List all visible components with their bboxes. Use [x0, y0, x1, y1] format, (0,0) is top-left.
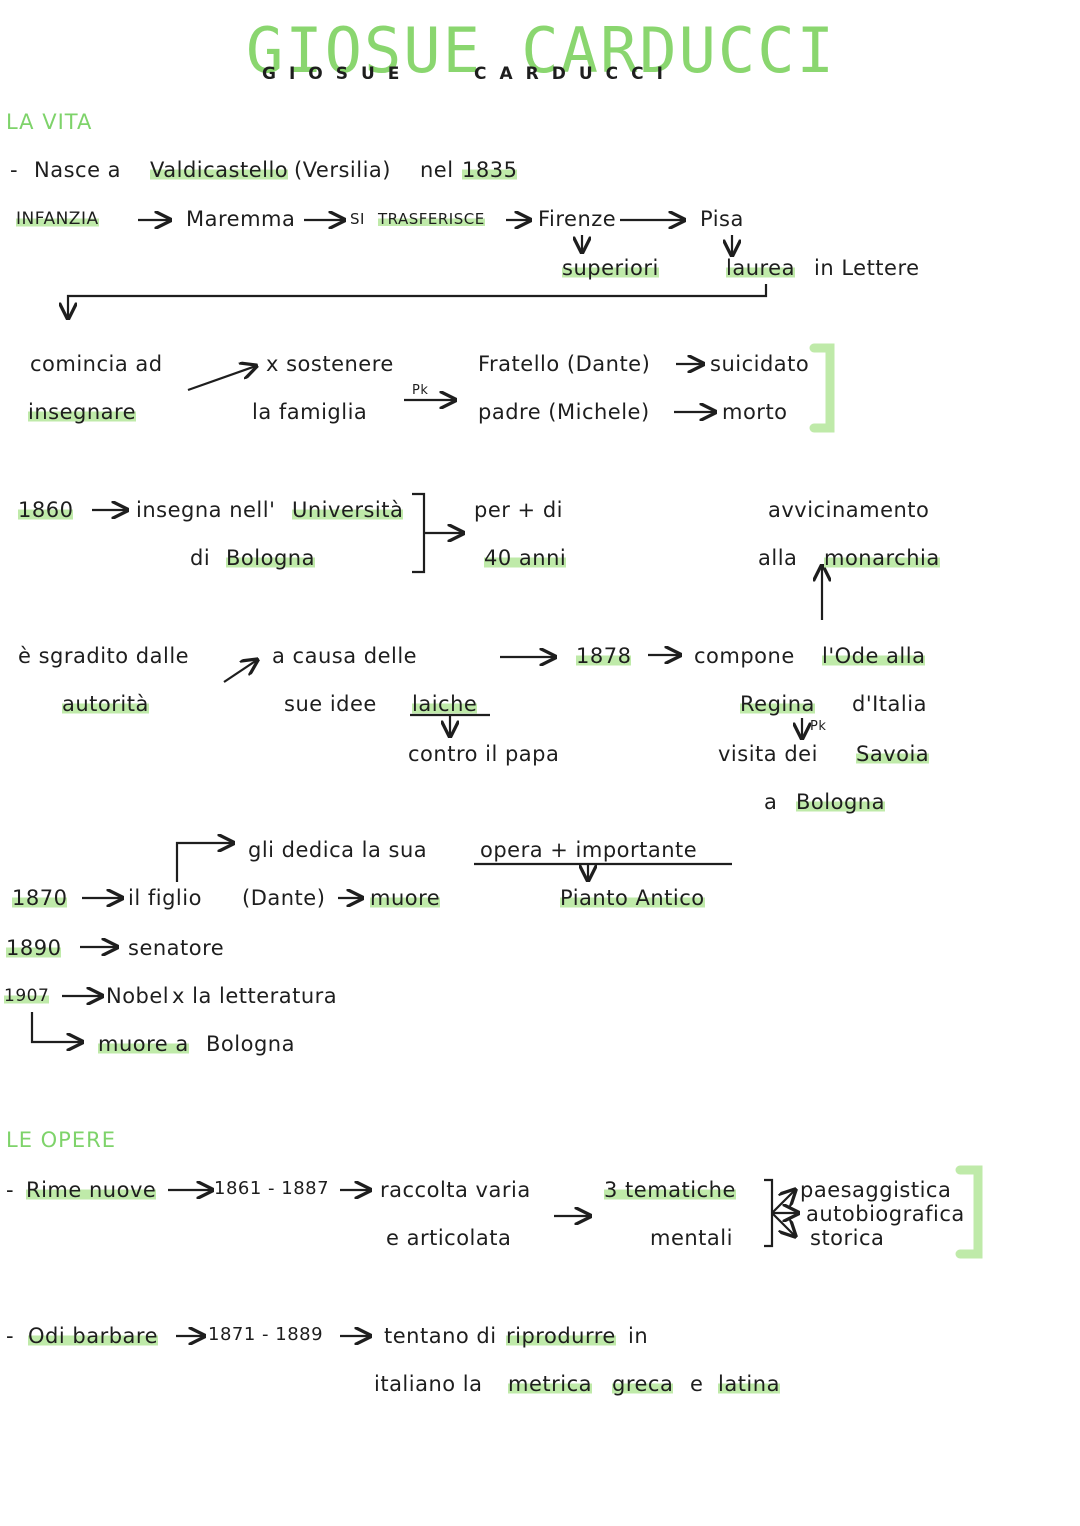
page-title: GIOSUE CARDUCCI [246, 14, 836, 87]
rime-years: 1861 - 1887 [214, 1178, 330, 1199]
sostenere-text: x sostenere [266, 352, 394, 376]
bullet-dash-odi: - [6, 1324, 15, 1348]
title-sub-left: GIOSUE [262, 64, 413, 84]
autorita-text: autorità [62, 692, 149, 716]
senatore-text: senatore [128, 936, 225, 960]
bullet-dash-rime: - [6, 1178, 15, 1202]
sue-idee-text: sue idee [284, 692, 377, 716]
pk-label-2: Pk [810, 719, 827, 734]
pisa: Pisa [700, 207, 744, 231]
region: (Versilia) [294, 158, 391, 182]
comincia-text: comincia ad [30, 352, 163, 376]
laiche-text: laiche [412, 692, 478, 716]
tema-autobiografica: autobiografica [806, 1202, 965, 1226]
title-sub-right: CARDUCCI [474, 64, 676, 84]
muore-a-text: muore a [98, 1032, 189, 1056]
dedica-text: gli dedica la sua [248, 838, 428, 862]
pianto-antico: Pianto Antico [560, 886, 705, 910]
mentali-text: mentali [650, 1226, 733, 1250]
maremma: Maremma [186, 207, 296, 231]
section-heading-opere: LE OPERE [6, 1128, 116, 1152]
e-text: e [690, 1372, 704, 1396]
contro-papa-text: contro il papa [408, 742, 560, 766]
morto-text: morto [722, 400, 788, 424]
in-text: in [628, 1324, 649, 1348]
pk-label: Pk [412, 383, 429, 398]
year-1870: 1870 [12, 886, 68, 910]
italiano-text: italiano la [374, 1372, 483, 1396]
insegna-text: insegna nell' [136, 498, 276, 522]
year-1878: 1878 [576, 644, 632, 668]
nel-text: nel [420, 158, 454, 182]
birthplace: Valdicastello [150, 158, 289, 182]
ode-text: l'Ode alla [822, 644, 926, 668]
bullet-dash: - [10, 158, 19, 182]
articolata-text: e articolata [386, 1226, 512, 1250]
superiori: superiori [562, 256, 659, 280]
tema-paesaggistica: paesaggistica [800, 1178, 952, 1202]
a-causa-text: a causa delle [272, 644, 418, 668]
dante-text: (Dante) [242, 886, 326, 910]
firenze: Firenze [538, 207, 617, 231]
laurea: laurea [726, 256, 795, 280]
avvicinamento-text: avvicinamento [768, 498, 930, 522]
suicidato-text: suicidato [710, 352, 810, 376]
year-1860: 1860 [18, 498, 74, 522]
visita-text: visita dei [718, 742, 818, 766]
rime-nuove: Rime nuove [26, 1178, 157, 1202]
anni-text: 40 anni [484, 546, 567, 570]
muore-text: muore [370, 886, 441, 910]
monarchia-text: monarchia [824, 546, 940, 570]
sgradito-text: è sgradito dalle [18, 644, 190, 668]
famiglia-text: la famiglia [252, 400, 368, 424]
bologna-text: Bologna [226, 546, 315, 570]
bologna-text-3: Bologna [206, 1032, 295, 1056]
fratello-text: Fratello (Dante) [478, 352, 651, 376]
bologna-text-2: Bologna [796, 790, 885, 814]
alla-text: alla [758, 546, 798, 570]
tentano-text: tentano di [384, 1324, 497, 1348]
birth-year: 1835 [462, 158, 518, 182]
di-text: di [190, 546, 211, 570]
greca-text: greca [612, 1372, 674, 1396]
year-1890: 1890 [6, 936, 62, 960]
italia-text: d'Italia [852, 692, 927, 716]
a-text: a [764, 790, 778, 814]
insegnare-text: insegnare [28, 400, 137, 424]
si-text: SI [350, 210, 365, 228]
section-heading-vita: LA VITA [6, 110, 93, 134]
nobel-text: Nobel [106, 984, 170, 1008]
compone-text: compone [694, 644, 795, 668]
tema-storica: storica [810, 1226, 885, 1250]
figlio-text: il figlio [128, 886, 202, 910]
odi-years: 1871 - 1889 [208, 1324, 324, 1345]
padre-text: padre (Michele) [478, 400, 650, 424]
per-di-text: per + di [474, 498, 563, 522]
regina-text: Regina [740, 692, 815, 716]
latina-text: latina [718, 1372, 780, 1396]
in-lettere: in Lettere [814, 256, 920, 280]
universita-text: Università [292, 498, 404, 522]
trasferisce-text: TRASFERISCE [378, 210, 485, 228]
riprodurre-text: riprodurre [506, 1324, 616, 1348]
opera-text: opera + importante [480, 838, 698, 862]
raccolta-text: raccolta varia [380, 1178, 531, 1202]
odi-barbare: Odi barbare [28, 1324, 158, 1348]
savoia-text: Savoia [856, 742, 930, 766]
nasce-text: Nasce a [34, 158, 122, 182]
metrica-text: metrica [508, 1372, 592, 1396]
year-1907: 1907 [4, 986, 50, 1006]
letteratura-text: x la letteratura [172, 984, 338, 1008]
tematiche-text: 3 tematiche [604, 1178, 736, 1202]
infanzia-label: INFANZIA [16, 209, 99, 229]
